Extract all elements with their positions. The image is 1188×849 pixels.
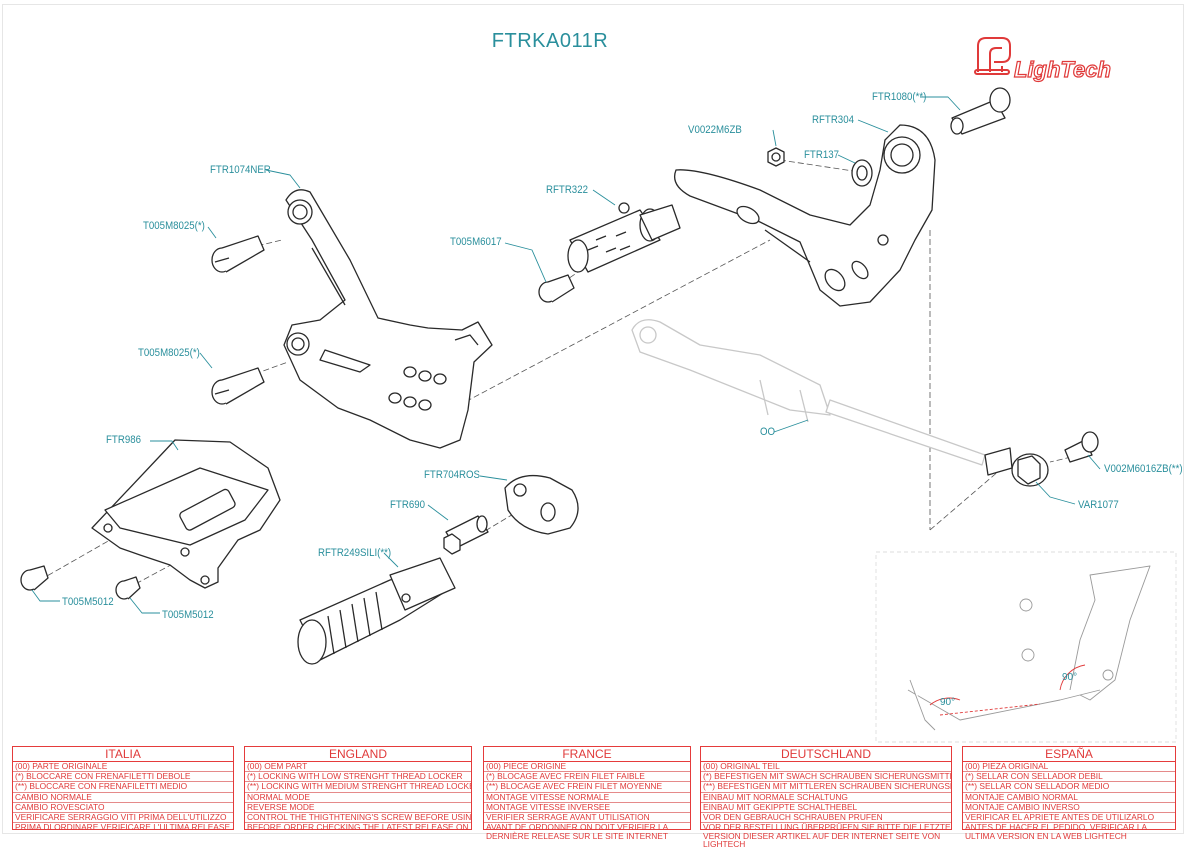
- legend-line: VERIFICAR EL APRIETE ANTES DE UTILIZARLO: [963, 813, 1175, 824]
- legend-line: BEFORE ORDER CHECKING THE LATEST RELEASE…: [247, 823, 471, 833]
- label-v0022m6zb: V0022M6ZB: [688, 124, 742, 136]
- label-oo: OO: [760, 426, 776, 438]
- legend-line: (*) BLOCAGE AVEC FREIN FILET FAIBLE: [484, 772, 690, 783]
- heel-guard-ftr986: [91, 439, 281, 589]
- legend-heading: DEUTSCHLAND: [701, 747, 951, 762]
- label-v002m6016zb: V002M6016ZB(**): [1104, 463, 1183, 475]
- page-title: FTRKA011R: [491, 30, 609, 52]
- label-ftr986: FTR986: [106, 434, 141, 446]
- legend-line: MONTAJE CAMBIO NORMAL: [963, 793, 1175, 803]
- label-t005m5012-left: T005M5012: [62, 596, 114, 608]
- label-rftr304: RFTR304: [812, 114, 854, 126]
- legend-italia: ITALIA (00) PARTE ORIGINALE (*) BLOCCARE…: [12, 746, 234, 833]
- legend-line: (00) PARTE ORIGINALE: [13, 762, 233, 773]
- label-ftr690: FTR690: [390, 499, 425, 511]
- label-rftr322: RFTR322: [546, 184, 588, 196]
- label-var1077: VAR1077: [1078, 499, 1119, 511]
- legend-france: FRANCE (00) PIECE ORIGINE (*) BLOCAGE AV…: [483, 746, 691, 840]
- rearset-plate-ftr1074ner: [283, 189, 493, 449]
- bushing-ftr690: [443, 515, 489, 555]
- legend-heading: ESPAÑA: [963, 747, 1175, 762]
- legend-line: (00) ORIGINAL TEIL: [701, 762, 951, 773]
- legend-line: (**) BLOCAGE AVEC FREIN FILET MOYENNE: [484, 782, 690, 793]
- label-t005m6017: T005M6017: [450, 236, 502, 248]
- legend-line: CAMBIO NORMALE: [13, 793, 233, 803]
- screw-t005m6017: [538, 274, 575, 303]
- lever-rftr304: [673, 124, 936, 307]
- legend-line: VOR DEN GEBRAUCH SCHRAUBEN PRUFEN: [701, 813, 951, 824]
- leader-lines: [31, 96, 1101, 614]
- label-t005m8025-top: T005M8025(*): [143, 220, 205, 232]
- legend-heading: ENGLAND: [245, 747, 471, 762]
- legend-line: (00) PIEZA ORIGINAL: [963, 762, 1175, 773]
- label-ftr1080: FTR1080(**): [872, 91, 927, 103]
- installation-inset: [875, 551, 1177, 743]
- legend-line: (**) BEFESTIGEN MIT MITTLEREN SCHRAUBEN …: [701, 782, 951, 793]
- legend-line: CAMBIO ROVESCIATO: [13, 803, 233, 814]
- eccentric-ftr704ros: [504, 474, 579, 535]
- legend-line: VOR DER BESTELLUNG ÜBERPRÜFEN SIE BITTE …: [703, 823, 951, 849]
- angle-label-left: 90°: [940, 697, 955, 708]
- legend-line: PRIMA DI ORDINARE VERIFICARE L'ULTIMA RE…: [15, 823, 233, 833]
- rod-end-var1077: [984, 447, 1049, 487]
- label-rftr249sili: RFTR249SILI(**): [318, 547, 392, 559]
- legend-line: AVANT DE ORDONNER ON DOIT VERIFIER LA DE…: [486, 823, 668, 841]
- legend-line: VERIFIER SERRAGE AVANT UTILISATION: [484, 813, 690, 824]
- legend-line: EINBAU MIT GEKIPPTE SCHALTHEBEL: [701, 803, 951, 814]
- screw-t005m5012-right: [115, 576, 141, 600]
- legend-line: (*) LOCKING WITH LOW STRENGHT THREAD LOC…: [245, 772, 471, 783]
- legend-line: MONTAGE VITESSE INVERSEE: [484, 803, 690, 814]
- label-ftr704ros: FTR704ROS: [424, 469, 480, 481]
- logo-text: LighTech: [1014, 57, 1111, 82]
- legend-line: ANTES DE HACER EL PEDIDO, VERIFICAR LA U…: [965, 823, 1147, 841]
- legend-espana: ESPAÑA (00) PIEZA ORIGINAL (*) SELLAR CO…: [962, 746, 1176, 840]
- washer-ftr137: [851, 159, 873, 187]
- screw-t005m8025-bottom: [211, 367, 265, 405]
- screw-t005m5012-left: [20, 565, 49, 591]
- nut-v0022m6zb: [767, 147, 785, 167]
- legend-line: MONTAGE VITESSE NORMALE: [484, 793, 690, 803]
- angle-label-right: 90°: [1062, 672, 1077, 683]
- legend-line: (**) LOCKING WITH MEDIUM STRENGHT THREAD…: [245, 782, 471, 793]
- legend-line: NORMAL MODE: [245, 793, 471, 803]
- label-t005m8025-bottom: T005M8025(*): [138, 347, 200, 359]
- pin-ftr1080: [950, 87, 1011, 135]
- legend-line: MONTAJE CAMBIO INVERSO: [963, 803, 1175, 814]
- legend-line: VERIFICARE SERRAGGIO VITI PRIMA DELL'UTI…: [13, 813, 233, 824]
- label-ftr137: FTR137: [804, 149, 839, 161]
- screw-v002m6016zb: [1064, 431, 1099, 463]
- footpeg-rftr249sili: [297, 557, 456, 665]
- oem-linkage-oo: [631, 319, 986, 466]
- legend-line: REVERSE MODE: [245, 803, 471, 814]
- legend-line: (*) SELLAR CON SELLADOR DEBIL: [963, 772, 1175, 783]
- legend-line: (*) BLOCCARE CON FRENAFILETTI DEBOLE: [13, 772, 233, 783]
- screw-t005m8025-top: [211, 235, 265, 273]
- legend-line: (**) SELLAR CON SELLADOR MEDIO: [963, 782, 1175, 793]
- lightech-logo: LighTech: [974, 37, 1112, 83]
- peg-rftr322: [567, 202, 681, 273]
- legend-line: (00) OEM PART: [245, 762, 471, 773]
- drawing-frame: [2, 4, 1184, 834]
- legend-line: (00) PIECE ORIGINE: [484, 762, 690, 773]
- legend-heading: ITALIA: [13, 747, 233, 762]
- legend-line: EINBAU MIT NORMALE SCHALTUNG: [701, 793, 951, 803]
- legend-line: (**) BLOCCARE CON FRENAFILETTI MEDIO: [13, 782, 233, 793]
- legend-deutschland: DEUTSCHLAND (00) ORIGINAL TEIL (*) BEFES…: [700, 746, 952, 849]
- legend-line: CONTROL THE THIGTHTENING'S SCREW BEFORE …: [245, 813, 471, 824]
- label-t005m5012-right: T005M5012: [162, 609, 214, 621]
- legend-heading: FRANCE: [484, 747, 690, 762]
- legend-england: ENGLAND (00) OEM PART (*) LOCKING WITH L…: [244, 746, 472, 833]
- legend-line: (*) BEFESTIGEN MIT SWACH SCHRAUBEN SICHE…: [701, 772, 951, 783]
- label-ftr1074ner: FTR1074NER: [210, 164, 271, 176]
